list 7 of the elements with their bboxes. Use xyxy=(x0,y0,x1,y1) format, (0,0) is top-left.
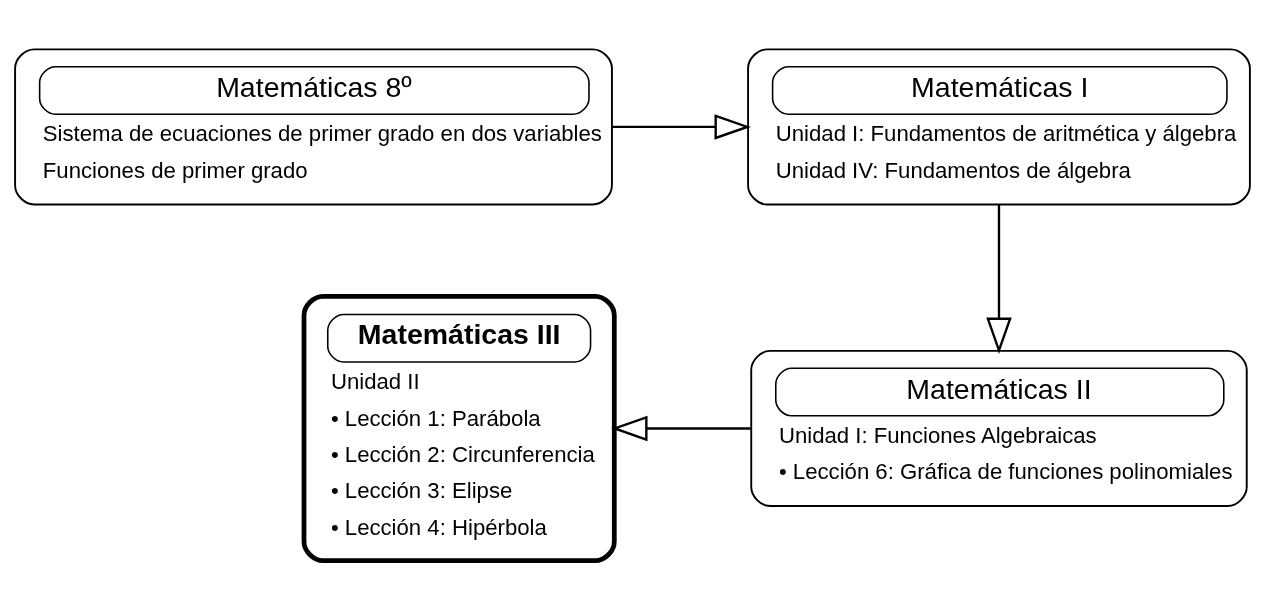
node-box: Matemáticas 8º Sistema de ecuaciones de primer grado en dos variables Funciones de primer grado xyxy=(14,47,613,205)
node-box: Matemáticas II Unidad I: Funciones Algebraicas • Lección 6: Gráfica de funciones polinomiales xyxy=(750,349,1248,507)
node-box: Matemáticas III Unidad II • Lección 1: Parábola • Lección 2: Circunferencia • Lección 3: Elipse • Lección 4: Hipérbola xyxy=(301,293,617,563)
node-box: Matemáticas I Unidad I: Fundamentos de aritmética y álgebra Unidad IV: Fundamentos de álgebra xyxy=(747,47,1251,205)
arrow xyxy=(612,113,751,140)
arrow xyxy=(986,204,1012,354)
arrow xyxy=(611,415,751,441)
